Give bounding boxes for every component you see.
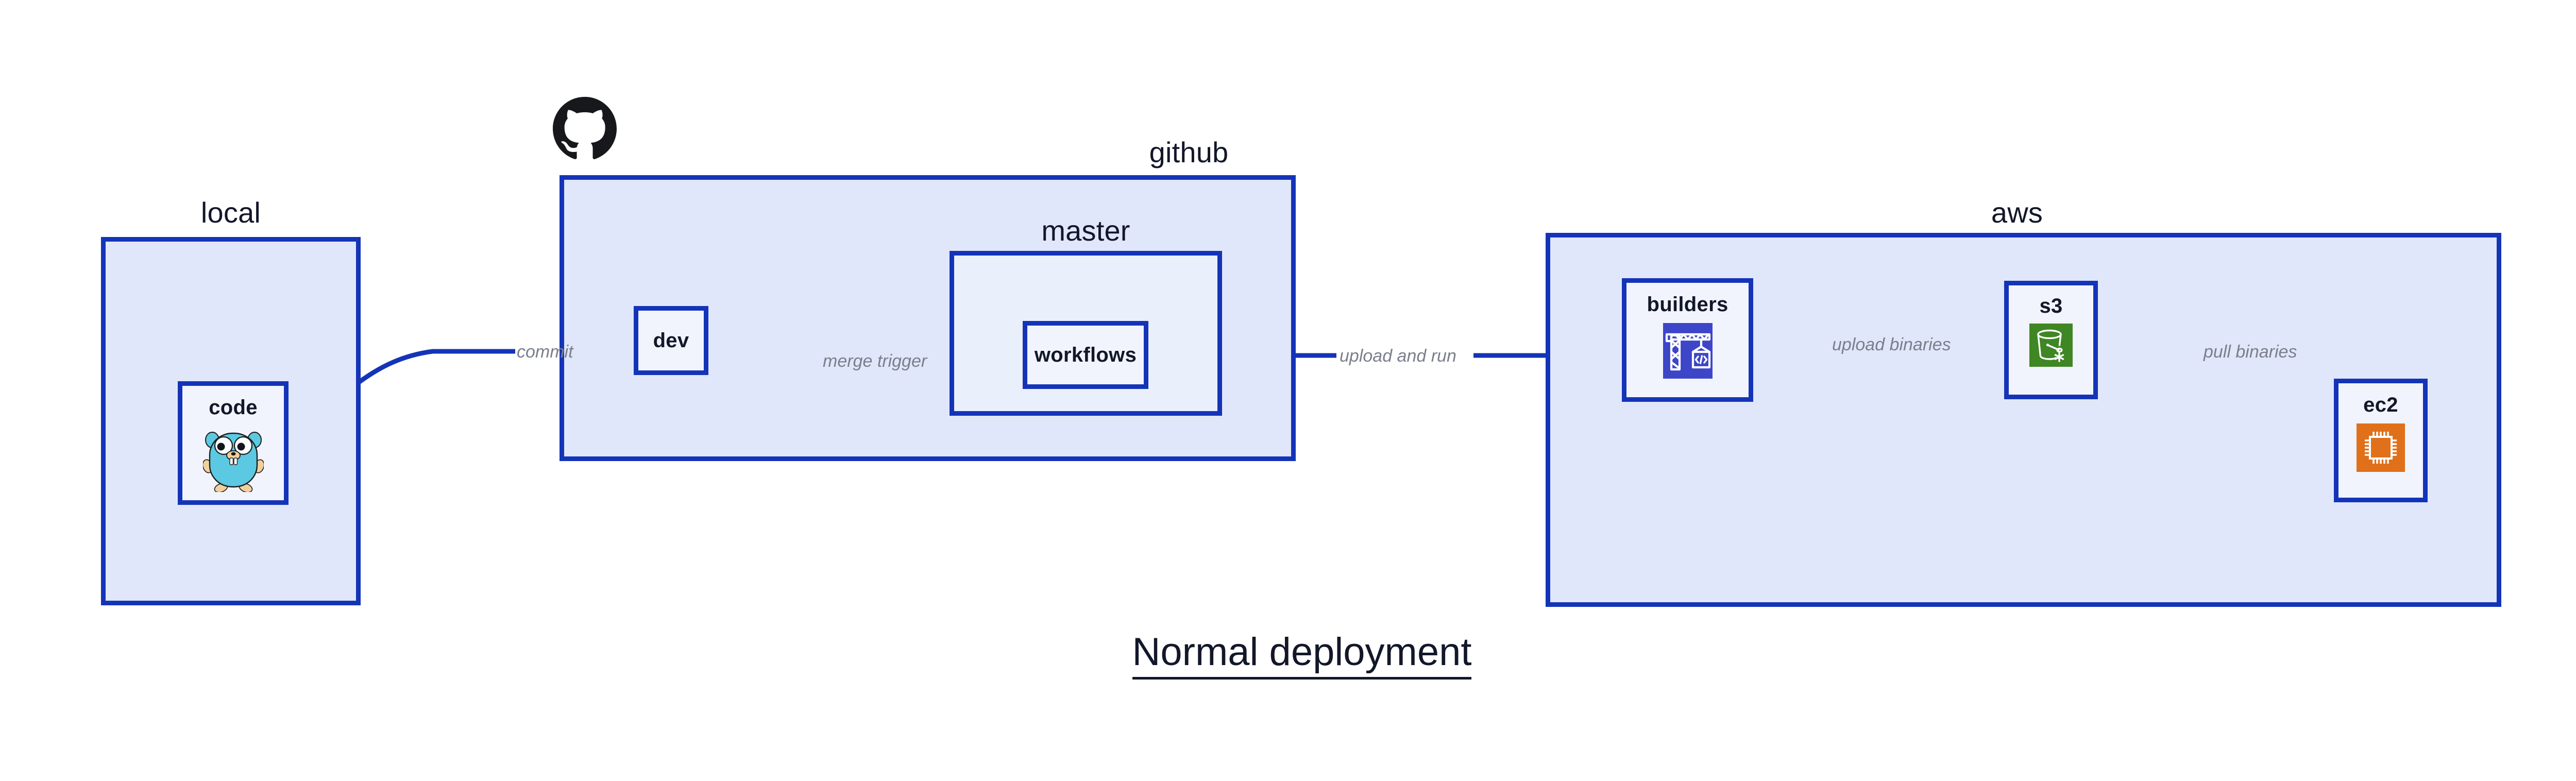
diagram-title-text: Normal deployment bbox=[1132, 630, 1472, 680]
aws-s3-bucket-icon bbox=[2029, 324, 2073, 367]
group-label-local: local bbox=[200, 196, 261, 229]
group-label-master: master bbox=[1041, 214, 1130, 247]
edge-label-commit: commit bbox=[517, 342, 573, 362]
edge-label-upload-and-run: upload and run bbox=[1340, 346, 1456, 366]
node-label-builders: builders bbox=[1647, 293, 1728, 316]
node-s3[interactable]: s3 bbox=[2004, 281, 2098, 399]
node-builders[interactable]: builders bbox=[1622, 278, 1753, 402]
node-label-workflows: workflows bbox=[1034, 344, 1137, 366]
node-ec2[interactable]: ec2 bbox=[2334, 379, 2428, 502]
node-label-dev: dev bbox=[653, 329, 689, 352]
group-label-aws: aws bbox=[1991, 196, 2043, 229]
edge-label-merge-trigger: merge trigger bbox=[823, 351, 927, 371]
aws-ec2-chip-icon bbox=[2357, 423, 2405, 472]
node-workflows[interactable]: workflows bbox=[1023, 321, 1148, 389]
aws-codebuild-icon bbox=[1663, 323, 1713, 379]
node-code[interactable]: code bbox=[178, 381, 289, 505]
edge-label-upload-binaries: upload binaries bbox=[1832, 335, 1951, 354]
node-label-s3: s3 bbox=[2039, 295, 2063, 317]
group-label-github: github bbox=[1149, 136, 1229, 168]
go-gopher-icon bbox=[202, 432, 264, 492]
node-dev[interactable]: dev bbox=[634, 306, 708, 375]
edge-label-pull-binaries: pull binaries bbox=[2204, 342, 2297, 362]
node-label-code: code bbox=[209, 396, 258, 419]
github-octocat-logo bbox=[553, 97, 617, 161]
node-label-ec2: ec2 bbox=[2363, 394, 2398, 416]
diagram-title: Normal deployment bbox=[0, 630, 2576, 680]
